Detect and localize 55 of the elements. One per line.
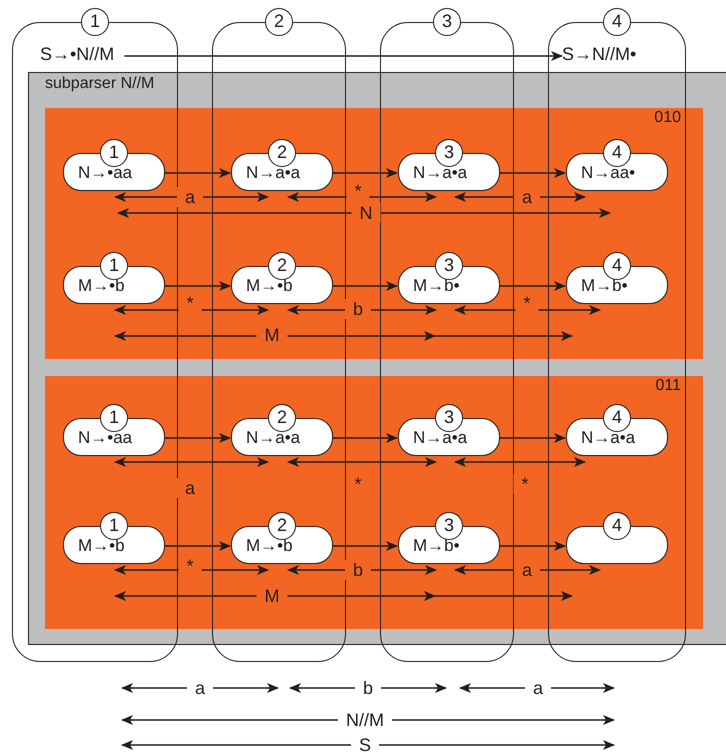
arrow xyxy=(332,541,398,551)
subparser-panel xyxy=(28,72,726,645)
step-number: 4 xyxy=(603,404,631,432)
step-number: 4 xyxy=(603,139,631,167)
step-number: 3 xyxy=(433,8,461,36)
variant-panel xyxy=(45,376,703,629)
step-number: 2 xyxy=(265,8,293,36)
step-number: 1 xyxy=(100,404,128,432)
arrow xyxy=(164,541,231,551)
step-number: 2 xyxy=(268,512,296,540)
arrow xyxy=(287,457,437,467)
arrow xyxy=(114,305,269,315)
arrow xyxy=(114,591,573,601)
step-number: 4 xyxy=(603,512,631,540)
variant-code: 010 xyxy=(654,109,681,127)
arrow xyxy=(499,281,566,291)
arrow xyxy=(332,433,398,443)
step-number: 1 xyxy=(100,252,128,280)
arrow xyxy=(332,281,398,291)
step-number: 4 xyxy=(603,8,631,36)
step-number: 1 xyxy=(81,8,109,36)
arrow xyxy=(114,565,269,575)
arrow xyxy=(124,51,563,61)
arrow xyxy=(287,192,437,202)
edge-label: b xyxy=(345,299,371,319)
rule-label: S→•N//M xyxy=(40,44,114,68)
edge-label: b xyxy=(345,560,371,580)
step-number: 1 xyxy=(100,139,128,167)
arrow xyxy=(499,433,566,443)
rule-label: S→N//M• xyxy=(562,44,636,68)
arrow xyxy=(164,168,231,178)
arrow xyxy=(499,541,566,551)
step-number: 3 xyxy=(435,512,463,540)
variant-code: 011 xyxy=(655,377,681,395)
arrow xyxy=(454,457,586,467)
step-number: 2 xyxy=(268,139,296,167)
step-number: 2 xyxy=(268,404,296,432)
edge-label: a xyxy=(177,187,203,207)
step-number: 4 xyxy=(603,252,631,280)
arrow xyxy=(114,457,269,467)
arrow xyxy=(164,281,231,291)
variant-panel xyxy=(45,108,703,359)
arrow xyxy=(117,208,611,218)
step-number: 2 xyxy=(268,252,296,280)
arrow xyxy=(454,305,601,315)
step-number: 3 xyxy=(435,404,463,432)
edge-label: N xyxy=(352,203,380,223)
step-number: 1 xyxy=(100,512,128,540)
step-number: 3 xyxy=(435,252,463,280)
step-number: 3 xyxy=(435,139,463,167)
arrow xyxy=(114,331,573,341)
arrow xyxy=(332,168,398,178)
arrow xyxy=(499,168,566,178)
panel-title: subparser N//M xyxy=(45,75,154,93)
arrow xyxy=(164,433,231,443)
